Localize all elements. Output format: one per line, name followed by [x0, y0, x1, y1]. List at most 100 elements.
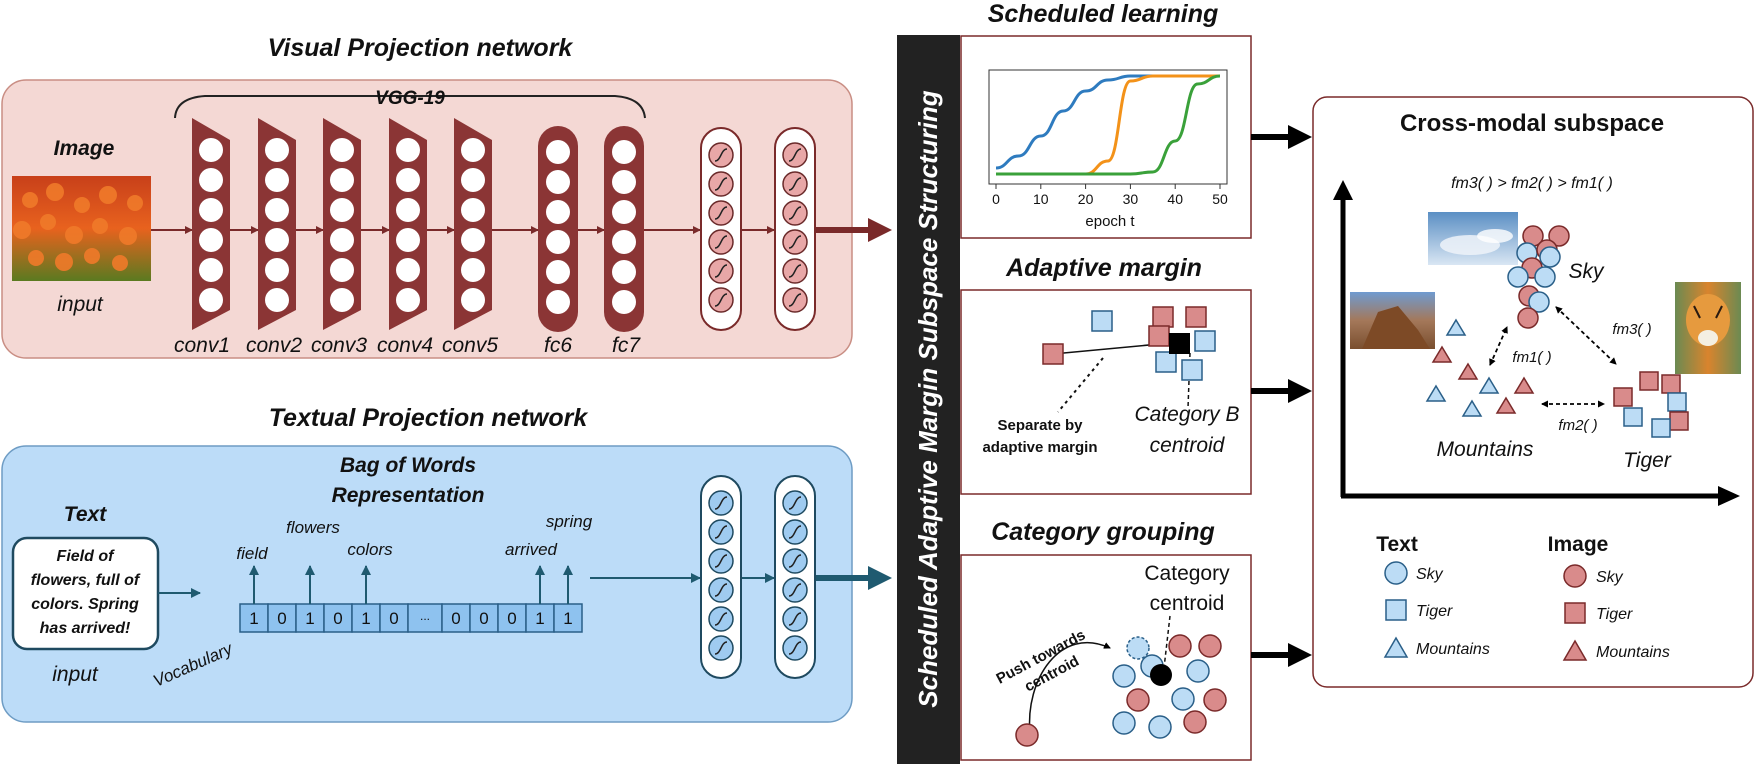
adaptive-margin-panel: Adaptive margin Separate by adaptive mar…: [960, 254, 1252, 495]
word-arrived: arrived: [505, 540, 558, 559]
text-content-line2: flowers, full of: [31, 572, 141, 589]
subspace-inequality: fm3( ) > fm2( ) > fm1( ): [1451, 175, 1613, 192]
bit-9: 0: [507, 609, 516, 628]
legend-image-tiger: Tiger: [1596, 606, 1633, 623]
scheduled-series-line-3: [996, 74, 1221, 176]
grouping-centroid-line1: Category: [1144, 562, 1230, 585]
mountains-image-thumbnail: [1350, 292, 1435, 349]
scheduled-tick-label: 30: [1123, 191, 1139, 207]
bit-10: 1: [535, 609, 544, 628]
center-bar: Scheduled Adaptive Margin Subspace Struc…: [897, 35, 960, 764]
adaptive-title: Adaptive margin: [1005, 254, 1202, 282]
tiger-image-thumbnail: [1675, 282, 1741, 374]
x-axis-arrowhead: [1718, 486, 1740, 506]
cluster-label-mountains: Mountains: [1437, 438, 1534, 461]
input-image-flowers: [12, 176, 151, 281]
panel-to-subspace-arrows: [1251, 125, 1312, 667]
cluster-label-tiger: Tiger: [1623, 449, 1672, 472]
legend-text-sky-marker: [1384, 561, 1408, 585]
fm2-label: fm2( ): [1558, 417, 1597, 434]
image-label: Image: [54, 137, 115, 160]
subspace-legend: Text Image Sky Tiger Mountains Sky Tiger…: [1376, 533, 1670, 661]
visual-input-label: input: [57, 293, 104, 316]
push-arrow: [1028, 641, 1111, 734]
y-axis-arrowhead: [1333, 180, 1353, 200]
bit-7: 0: [451, 609, 460, 628]
visual-sigmoid-glyphs: [714, 148, 802, 307]
fc6-block: [538, 126, 578, 332]
vgg-brace: [174, 95, 646, 119]
scheduled-tick-label: 10: [1033, 191, 1049, 207]
grouping-cluster: [1112, 634, 1227, 739]
text-content-line4: has arrived!: [40, 620, 131, 637]
textual-output-arrowhead: [868, 566, 892, 590]
legend-text-mountains-marker: [1383, 636, 1409, 658]
scheduled-ticks: 0 10 20 30 40 50: [992, 184, 1228, 207]
bit-3: 0: [333, 609, 342, 628]
conv-layers: [192, 118, 644, 332]
textual-projection-layers: [700, 475, 816, 679]
legend-image-header: Image: [1548, 533, 1609, 556]
tiger-cluster: [1613, 371, 1689, 438]
scheduled-tick-label: 0: [992, 191, 1000, 207]
legend-text-mountains: Mountains: [1416, 641, 1490, 658]
conv2-block: [258, 118, 296, 330]
textual-title: Textual Projection network: [269, 404, 589, 432]
legend-image-tiger-marker: [1564, 602, 1586, 624]
fm1-label: fm1( ): [1512, 349, 1551, 366]
scheduled-xlabel: epoch t: [1085, 213, 1135, 230]
text-label: Text: [64, 503, 107, 526]
bow-vector: 1 0 1 0 1 0 ... 0 0 0 1 1: [239, 603, 583, 633]
word-arrows: [249, 565, 573, 604]
legend-text-tiger-marker: [1385, 599, 1407, 621]
center-bar-label: Scheduled Adaptive Margin Subspace Struc…: [913, 90, 943, 707]
legend-text-tiger: Tiger: [1416, 603, 1453, 620]
fm3-label: fm3( ): [1612, 321, 1651, 338]
separate-pointer: [1057, 357, 1104, 413]
category-b-line1: Category B: [1134, 403, 1239, 426]
scheduled-tick-label: 40: [1167, 191, 1183, 207]
visual-proj-layer-2: [774, 127, 816, 331]
legend-image-sky-marker: [1563, 564, 1587, 588]
bit-8: 0: [479, 609, 488, 628]
legend-image-mountains: Mountains: [1596, 644, 1670, 661]
category-b-cluster: [1148, 306, 1216, 381]
legend-image-sky: Sky: [1596, 569, 1624, 586]
pushed-point: [1015, 723, 1039, 747]
cluster-label-sky: Sky: [1568, 260, 1605, 283]
word-colors: colors: [347, 540, 393, 559]
text-content-line3: colors. Spring: [31, 596, 139, 613]
scheduled-title: Scheduled learning: [988, 0, 1219, 28]
legend-image-mountains-marker: [1562, 639, 1588, 661]
scheduled-tick-label: 20: [1078, 191, 1094, 207]
text-square-marker: [1091, 310, 1113, 332]
textual-input-label: input: [52, 663, 99, 686]
textual-projection-network: Textual Projection network Bag of Words …: [1, 404, 892, 723]
bit-4: 1: [361, 609, 370, 628]
bit-1: 0: [277, 609, 286, 628]
fc7-block: [604, 126, 644, 332]
layer-label-conv5: conv5: [442, 334, 498, 357]
visual-output-arrowhead: [868, 218, 892, 242]
scheduled-learning-panel: Scheduled learning 0 10 20 30 40 50 epoch t: [960, 0, 1252, 239]
separate-line1: Separate by: [997, 417, 1083, 434]
grouping-title: Category grouping: [991, 518, 1215, 546]
bow-title-line1: Bag of Words: [340, 454, 476, 477]
separate-line2: adaptive margin: [982, 439, 1097, 456]
bit-ellipsis: ...: [420, 609, 430, 623]
image-square-marker: [1042, 343, 1064, 365]
text-content-line1: Field of: [57, 548, 116, 565]
visual-projection-layers: [700, 127, 816, 331]
layer-labels: conv1 conv2 conv3 conv4 conv5 fc6 fc7: [174, 334, 641, 357]
word-spring: spring: [546, 512, 593, 531]
cross-modal-subspace-panel: Cross-modal subspace fm3( ) > fm2( ) > f…: [1312, 96, 1754, 688]
category-grouping-panel: Category grouping Category centroid Push…: [960, 518, 1252, 761]
grouping-box: [960, 554, 1252, 761]
legend-text-header: Text: [1376, 533, 1418, 556]
grouping-centroid: [1150, 664, 1172, 686]
sky-cluster: [1507, 225, 1570, 329]
conv4-block: [389, 118, 427, 330]
scheduled-tick-label: 50: [1212, 191, 1228, 207]
legend-text-sky: Sky: [1416, 566, 1444, 583]
subspace-title: Cross-modal subspace: [1400, 110, 1664, 137]
